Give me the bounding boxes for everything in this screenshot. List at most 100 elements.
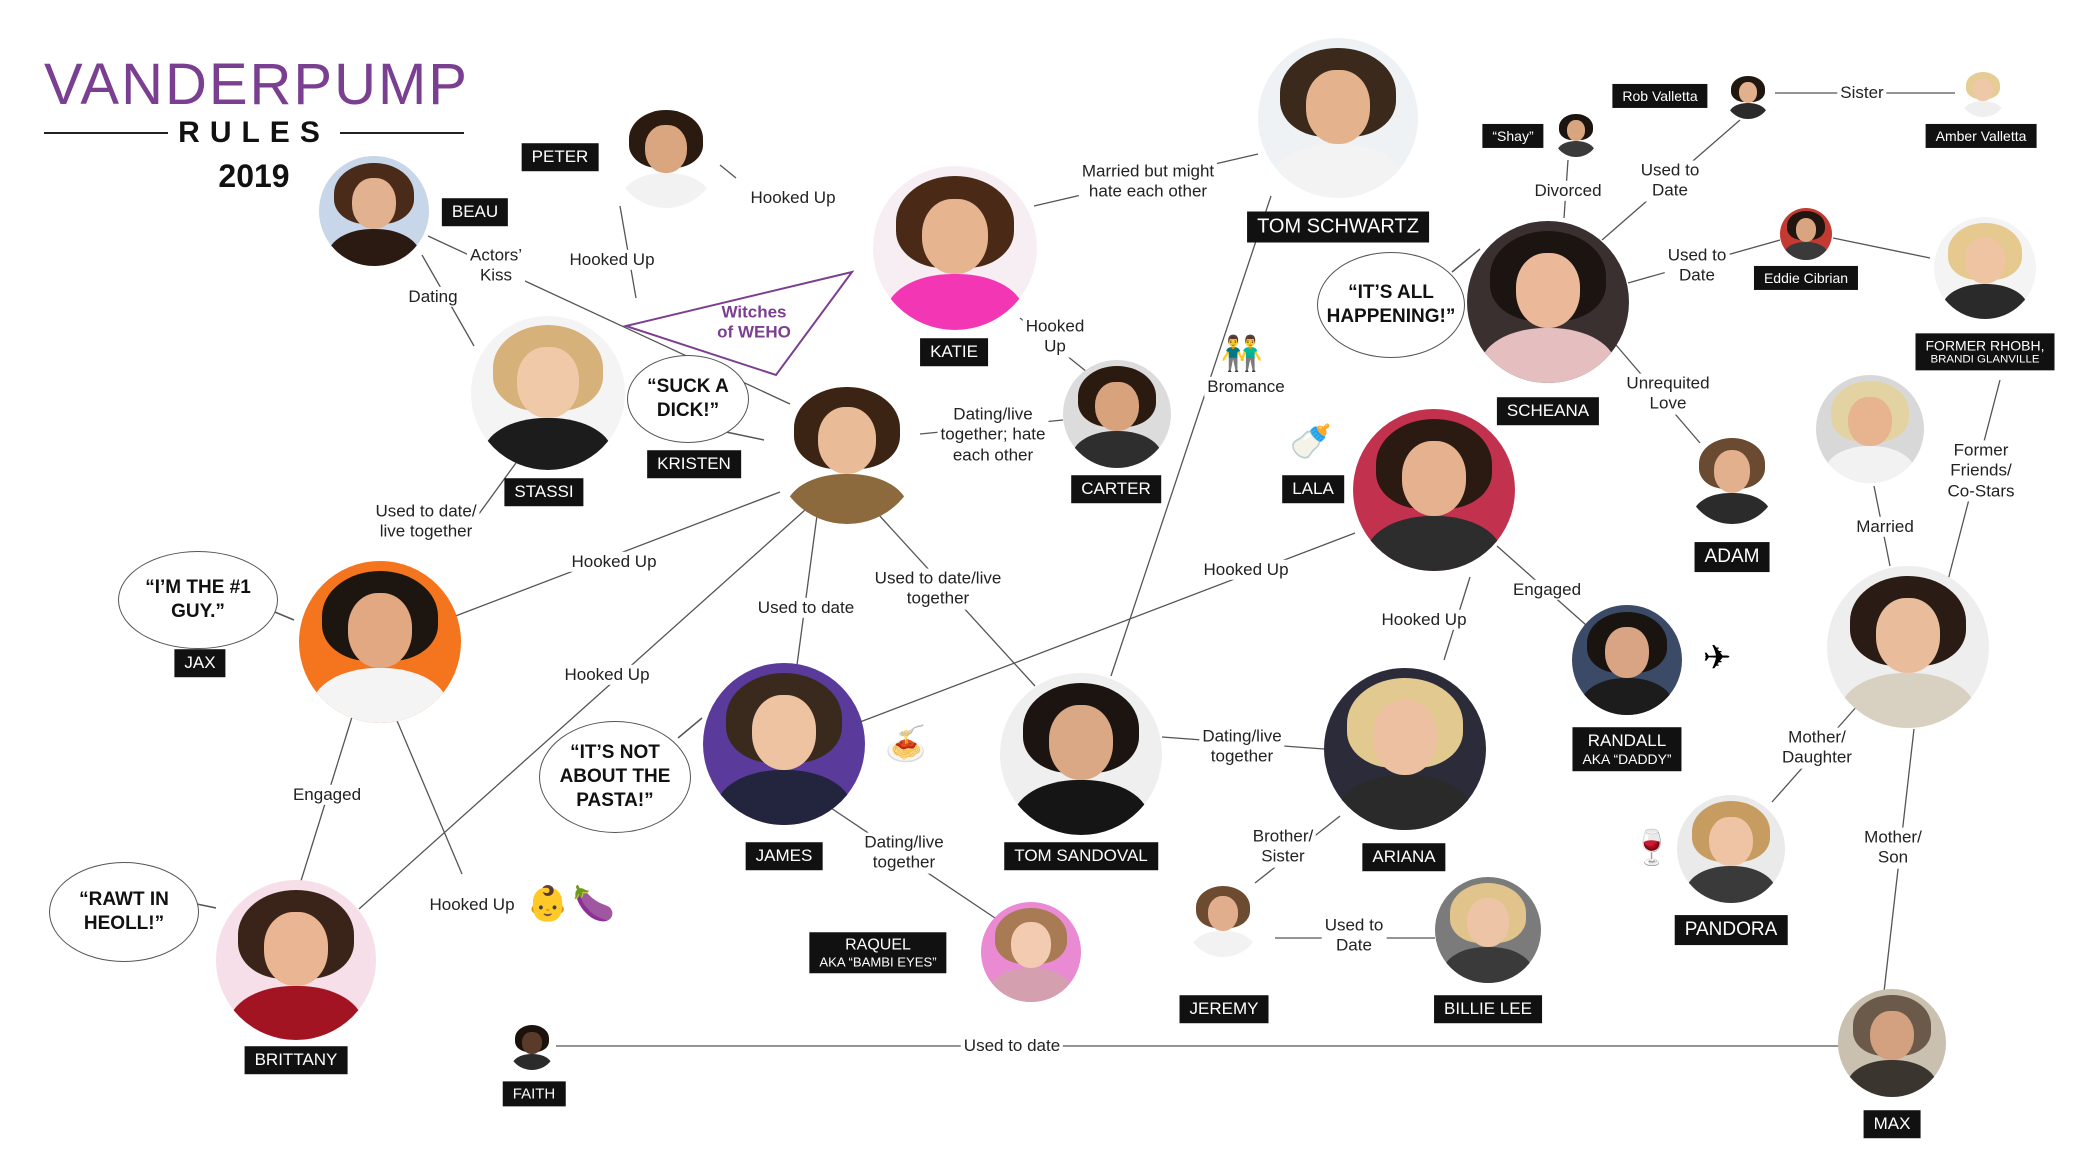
relationship-label: Divorced xyxy=(1531,180,1605,202)
person-name-tag: SCHEANA xyxy=(1496,397,1600,425)
baby-bottle-emoji: 🍼 xyxy=(1289,422,1333,462)
person-name-tag: ARIANA xyxy=(1362,843,1446,871)
person-name: BRITTANY xyxy=(254,1050,338,1070)
relationship-label: Dating xyxy=(405,286,461,308)
person-photo xyxy=(873,166,1037,330)
person-name: MAX xyxy=(1873,1114,1911,1134)
relationship-label: Hooked Up xyxy=(1378,609,1470,631)
baby-emoji: 👶 xyxy=(526,884,570,924)
person-photo xyxy=(1063,360,1171,468)
person-name-tag: Eddie Cibrian xyxy=(1753,265,1859,291)
logo-title: VANDERPUMP xyxy=(44,52,469,117)
person-name: FORMER RHOBH, xyxy=(1925,337,2045,354)
person-name: STASSI xyxy=(514,482,574,502)
person-name-tag: STASSI xyxy=(504,478,584,506)
relationship-label: Mother/ Daughter xyxy=(1779,727,1855,769)
relationship-label: Unrequited Love xyxy=(1623,373,1713,415)
relationship-label: Actors’ Kiss xyxy=(467,245,525,287)
person-photo xyxy=(1780,208,1832,260)
quote-bubble-tail xyxy=(1451,248,1481,273)
person-name: BILLIE LEE xyxy=(1444,999,1532,1019)
relationship-label: Hooked Up xyxy=(566,249,658,271)
person-name-tag: JAX xyxy=(174,649,226,677)
quote-bubble-tail xyxy=(725,431,765,441)
person-photo xyxy=(1572,605,1682,715)
person-photo xyxy=(981,902,1081,1002)
person-name: Eddie Cibrian xyxy=(1763,269,1849,286)
relationship-line xyxy=(1832,237,1931,259)
person-photo xyxy=(1435,877,1541,983)
person-name-tag: BRITTANY xyxy=(244,1046,348,1074)
person-name: KATIE xyxy=(930,342,978,362)
relationship-label: Used to date xyxy=(960,1035,1064,1057)
person-name-tag: FAITH xyxy=(502,1081,566,1107)
person-name: CARTER xyxy=(1081,479,1151,499)
relationship-line xyxy=(358,509,806,910)
person-name-tag: FORMER RHOBH,BRANDI GLANVILLE xyxy=(1915,333,2055,371)
person-photo xyxy=(1959,69,2007,117)
person-photo xyxy=(1258,38,1418,198)
person-alias: BRANDI GLANVILLE xyxy=(1930,353,2040,366)
person-name-tag: KRISTEN xyxy=(647,450,741,478)
person-name: SCHEANA xyxy=(1506,401,1590,421)
relationship-line xyxy=(394,715,463,875)
relationship-label: Sister xyxy=(1837,82,1887,104)
relationship-label: Married xyxy=(1853,516,1917,538)
relationship-label: Married but might hate each other xyxy=(1078,161,1218,203)
person-photo xyxy=(1827,566,1989,728)
person-name: TOM SCHWARTZ xyxy=(1257,215,1419,238)
relationship-label: Hooked Up xyxy=(747,187,839,209)
quote-bubble: “SUCK A DICK!” xyxy=(627,355,749,443)
relationship-label: Used to Date xyxy=(1321,915,1387,957)
person-name-tag: CARTER xyxy=(1071,475,1161,503)
person-name-tag: JAMES xyxy=(745,842,823,870)
quote-bubble: “IT’S ALL HAPPENING!” xyxy=(1317,252,1465,358)
person-name-tag: JEREMY xyxy=(1179,995,1269,1023)
person-photo xyxy=(1816,375,1924,483)
person-name-tag: ADAM xyxy=(1694,542,1770,572)
person-photo xyxy=(614,104,718,208)
relationship-label: Hooked Up xyxy=(1022,316,1088,358)
person-name: ADAM xyxy=(1704,546,1760,568)
person-photo xyxy=(1353,409,1515,571)
person-alias: AKA “DADDY” xyxy=(1582,750,1672,767)
relationship-label: Hooked Up xyxy=(426,894,518,916)
relationship-label: Used to date xyxy=(754,597,858,619)
person-name-tag: “Shay” xyxy=(1482,123,1544,149)
relationship-label: Hooked Up xyxy=(568,551,660,573)
quote-bubble: “IT’S NOT ABOUT THE PASTA!” xyxy=(539,721,691,833)
relationship-label: Dating/live together; hate each other xyxy=(937,404,1049,466)
relationship-label: Former Friends/ Co-Stars xyxy=(1944,440,2018,502)
relationship-label: Engaged xyxy=(1509,579,1585,601)
quote-bubble-tail xyxy=(677,717,703,739)
person-name: “Shay” xyxy=(1492,127,1534,144)
person-name: TOM SANDOVAL xyxy=(1014,846,1148,866)
quote-bubble: “RAWT IN HEOLL!” xyxy=(49,862,199,962)
person-name: BEAU xyxy=(451,202,499,222)
relationship-label: Used to date/ live together xyxy=(372,501,480,543)
person-photo xyxy=(1677,795,1785,903)
person-name: JAMES xyxy=(755,846,813,866)
person-photo xyxy=(1725,73,1771,119)
person-photo xyxy=(319,156,429,266)
person-name-tag: PANDORA xyxy=(1674,915,1788,945)
person-photo xyxy=(703,663,865,825)
person-name-tag: MAX xyxy=(1863,1110,1921,1138)
relationship-label: Bromance xyxy=(1204,376,1288,398)
quote-bubble: “I’M THE #1 GUY.” xyxy=(118,551,278,649)
pasta-emoji: 🍝 xyxy=(884,724,928,764)
person-photo xyxy=(471,316,625,470)
person-name: JEREMY xyxy=(1189,999,1259,1019)
person-name-tag: Amber Valletta xyxy=(1925,123,2037,149)
relationship-label: Dating/live together xyxy=(861,832,947,874)
person-photo xyxy=(1838,989,1946,1097)
relationship-label: Used to Date xyxy=(1664,245,1730,287)
person-photo xyxy=(508,1022,556,1070)
witches-of-weho-label: Witches of WEHO xyxy=(717,302,791,342)
person-name: JAX xyxy=(184,653,216,673)
person-photo xyxy=(1686,432,1778,524)
